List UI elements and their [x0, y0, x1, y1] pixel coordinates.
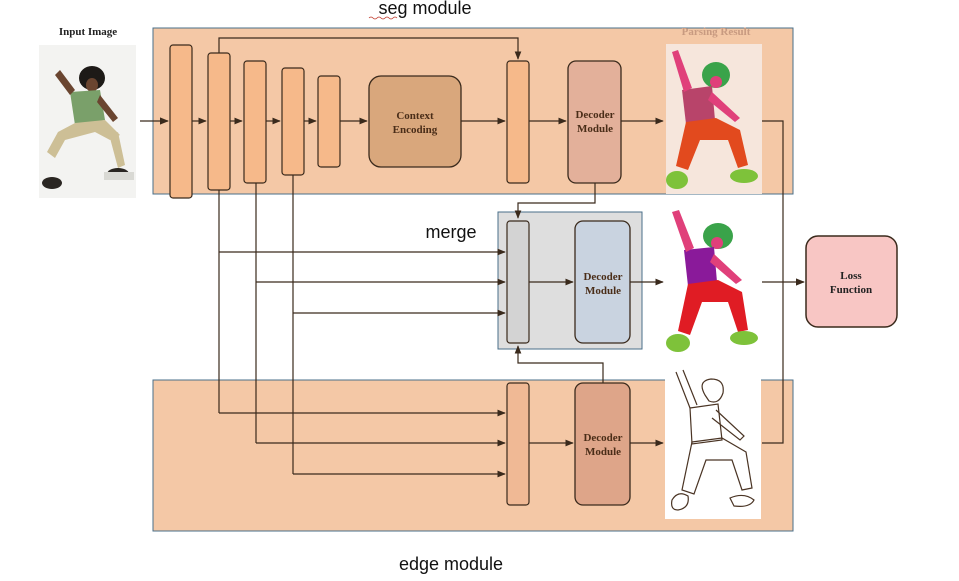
seg-skip-connection	[218, 37, 522, 60]
loss-function-block	[805, 235, 898, 328]
loss-label-2: Function	[830, 284, 872, 296]
encoder-block-2	[207, 52, 231, 191]
input-image	[39, 45, 136, 198]
merge-parsing-image	[665, 207, 761, 357]
encoder-block-5	[317, 75, 341, 168]
seg-to-merge-arrow	[514, 183, 596, 219]
encoder-block-3	[243, 60, 267, 184]
seg-concat-block	[506, 60, 530, 184]
edge-decoder-label-1: Decoder	[583, 432, 622, 444]
loss-label-1: Loss	[840, 270, 862, 282]
edge-result-image	[665, 369, 761, 519]
input-image-label: Input Image	[59, 26, 117, 38]
seg-module-title: seg module	[378, 0, 471, 18]
encoder-block-1	[169, 44, 193, 199]
edge-decoder-block	[574, 382, 631, 506]
parsing-result-image	[666, 44, 762, 194]
encoder-block-4	[281, 67, 305, 176]
edge-decoder-label-2: Module	[585, 446, 621, 458]
seg-decoder-label-1: Decoder	[575, 109, 614, 121]
edge-to-merge-arrow	[514, 345, 604, 383]
edge-to-loss-line	[762, 282, 784, 444]
edge-module-title: edge module	[399, 554, 503, 574]
parsing-result-label: Parsing Result	[682, 26, 751, 38]
context-label-line2: Encoding	[393, 124, 438, 136]
context-label-line1: Context	[396, 110, 434, 122]
seg-to-loss-line	[762, 120, 784, 282]
spellcheck-underline	[368, 16, 398, 20]
merge-decoder-label-2: Module	[585, 285, 621, 297]
seg-decoder-block	[567, 60, 622, 184]
merge-decoder-label-1: Decoder	[583, 271, 622, 283]
seg-decoder-label-2: Module	[577, 123, 613, 135]
merge-title: merge	[425, 222, 476, 242]
edge-concat-block	[506, 382, 530, 506]
merge-concat-block	[506, 220, 530, 344]
